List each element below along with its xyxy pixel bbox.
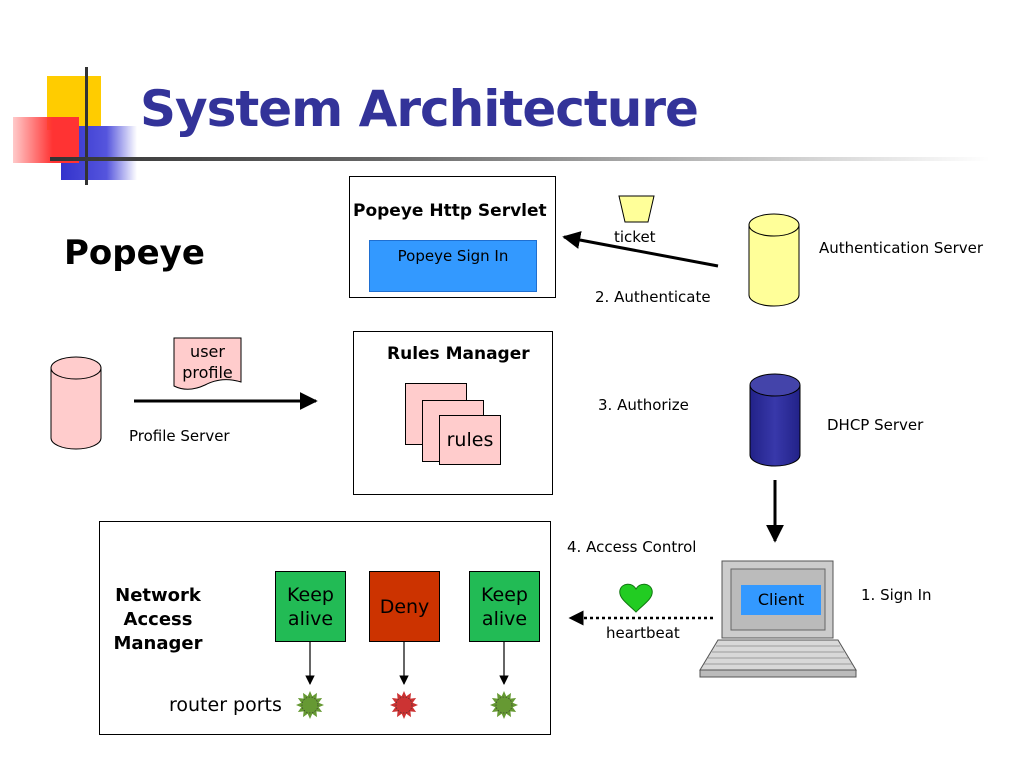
router-port-2-icon bbox=[390, 691, 418, 719]
dhcp-server-label: DHCP Server bbox=[827, 416, 924, 434]
authentication-server-database-icon bbox=[748, 213, 800, 307]
user-profile-line-1: user bbox=[190, 342, 225, 361]
policy-card-keep-alive-1: Keep alive bbox=[275, 571, 346, 642]
authenticate-arrow bbox=[562, 231, 719, 268]
nam-title-line-1: Network bbox=[115, 585, 201, 606]
policy-card-deny: Deny bbox=[369, 571, 440, 642]
profile-server-database-icon bbox=[50, 356, 102, 450]
nam-title-line-3: Manager bbox=[113, 633, 203, 654]
authorize-step-label: 3. Authorize bbox=[598, 396, 689, 414]
ticket-icon bbox=[618, 195, 655, 223]
rules-card-label: rules bbox=[446, 429, 494, 451]
policy-2-line-1: Deny bbox=[379, 595, 430, 618]
heartbeat-label: heartbeat bbox=[606, 624, 680, 642]
profile-server-label: Profile Server bbox=[129, 427, 230, 445]
user-profile-line-2: profile bbox=[182, 363, 233, 382]
page-title: System Architecture bbox=[140, 80, 699, 138]
rules-card-front: rules bbox=[439, 415, 501, 465]
client-button[interactable]: Client bbox=[741, 585, 821, 615]
authenticate-step-label: 2. Authenticate bbox=[595, 288, 711, 306]
dhcp-server-database-icon bbox=[749, 373, 801, 467]
policy-3-line-2: alive bbox=[481, 607, 528, 630]
logo-red-square bbox=[13, 117, 79, 163]
authentication-server-label: Authentication Server bbox=[819, 239, 984, 257]
policy-3-line-1: Keep bbox=[481, 583, 528, 606]
policy-1-line-2: alive bbox=[287, 607, 334, 630]
servlet-title: Popeye Http Servlet bbox=[353, 201, 547, 221]
popeye-sign-in-button[interactable]: Popeye Sign In bbox=[369, 240, 537, 292]
logo-vertical-line bbox=[85, 67, 88, 185]
nam-title-line-2: Access bbox=[123, 609, 193, 630]
popeye-label: Popeye bbox=[64, 233, 205, 273]
policy-1-line-1: Keep bbox=[287, 583, 334, 606]
sign-in-step-label: 1. Sign In bbox=[861, 586, 932, 604]
nam-title: Network Access Manager bbox=[110, 584, 206, 656]
user-profile-label: user profile bbox=[174, 341, 241, 383]
user-profile-document-icon bbox=[173, 337, 242, 390]
router-port-1-icon bbox=[296, 691, 324, 719]
heart-icon bbox=[619, 583, 653, 613]
access-control-step-label: 4. Access Control bbox=[567, 538, 697, 556]
rules-manager-title: Rules Manager bbox=[387, 344, 530, 364]
router-port-3-icon bbox=[490, 691, 518, 719]
ticket-label: ticket bbox=[614, 228, 656, 246]
title-rule bbox=[50, 157, 990, 161]
router-ports-label: router ports bbox=[169, 694, 282, 716]
client-laptop-icon bbox=[699, 560, 857, 678]
